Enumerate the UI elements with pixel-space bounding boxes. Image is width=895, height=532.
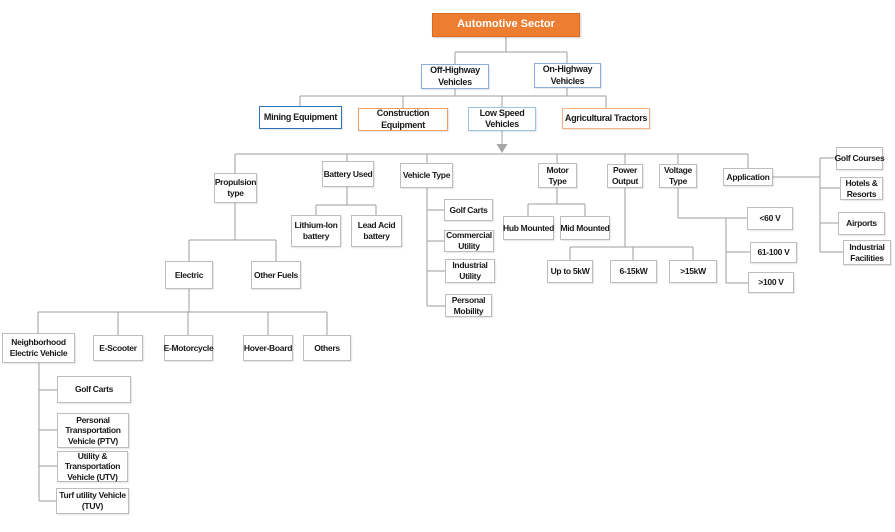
node-lithium-ion-battery: Lithium-Ion battery — [291, 215, 341, 247]
node-industrial-utility: Industrial Utility — [445, 259, 495, 283]
node-mid-mounted: Mid Mounted — [560, 216, 610, 240]
node-gt-15kw: >15kW — [669, 260, 717, 283]
node-commercial-utility: Commercial Utility — [444, 230, 494, 252]
node-other-fuels: Other Fuels — [251, 261, 301, 289]
node-vt-golf-carts: Golf Carts — [444, 199, 493, 221]
node-others: Others — [303, 335, 351, 361]
node-power-output: Power Output — [607, 164, 643, 188]
node-neighborhood-electric-vehicle: Neighborhood Electric Vehicle — [2, 333, 75, 363]
node-lt-60v: <60 V — [747, 207, 793, 230]
node-off-highway-vehicles: Off-Highway Vehicles — [421, 64, 489, 89]
node-motor-type: Motor Type — [538, 163, 577, 188]
node-propulsion-type: Propulsion type — [214, 173, 257, 203]
node-agricultural-tractors: Agricultural Tractors — [562, 108, 650, 129]
node-golf-courses: Golf Courses — [835, 147, 885, 170]
node-up-to-5kw: Up to 5kW — [547, 260, 593, 283]
node-on-highway-vehicles: On-Highway Vehicles — [534, 63, 601, 88]
node-61-100v: 61-100 V — [750, 242, 797, 263]
node-personal-mobility: Personal Mobility — [445, 294, 492, 317]
node-nev-golf-carts: Golf Carts — [57, 376, 131, 403]
node-application: Application — [723, 168, 773, 186]
node-low-speed-vehicles: Low Speed Vehicles — [468, 107, 536, 131]
node-battery-used: Battery Used — [322, 161, 374, 187]
node-voltage-type: Voltage Type — [659, 164, 697, 188]
node-6-15kw: 6-15kW — [610, 260, 657, 283]
down-arrow-icon — [496, 144, 508, 153]
node-construction-equipment: Construction Equipment — [358, 108, 448, 131]
node-gt-100v: >100 V — [748, 272, 794, 293]
node-utility-transportation-vehicle: Utility & Transportation Vehicle (UTV) — [57, 451, 128, 482]
node-airports: Airports — [838, 212, 885, 235]
node-industrial-facilities: Industrial Facilities — [843, 240, 891, 265]
node-hub-mounted: Hub Mounted — [503, 216, 554, 240]
node-vehicle-type: Vehicle Type — [400, 163, 453, 188]
node-automotive-sector: Automotive Sector — [432, 13, 580, 37]
node-turf-utility-vehicle: Turf utility Vehicle (TUV) — [56, 488, 129, 514]
node-e-scooter: E-Scooter — [93, 335, 143, 361]
node-e-motorcycle: E-Motorcycle — [164, 335, 214, 361]
node-mining-equipment: Mining Equipment — [259, 106, 342, 129]
node-personal-transportation-vehicle: Personal Transportation Vehicle (PTV) — [57, 413, 129, 448]
node-lead-acid-battery: Lead Acid battery — [351, 215, 402, 247]
node-hotels-resorts: Hotels & Resorts — [840, 177, 883, 200]
node-hover-board: Hover-Board — [243, 335, 293, 361]
node-electric: Electric — [165, 261, 213, 289]
